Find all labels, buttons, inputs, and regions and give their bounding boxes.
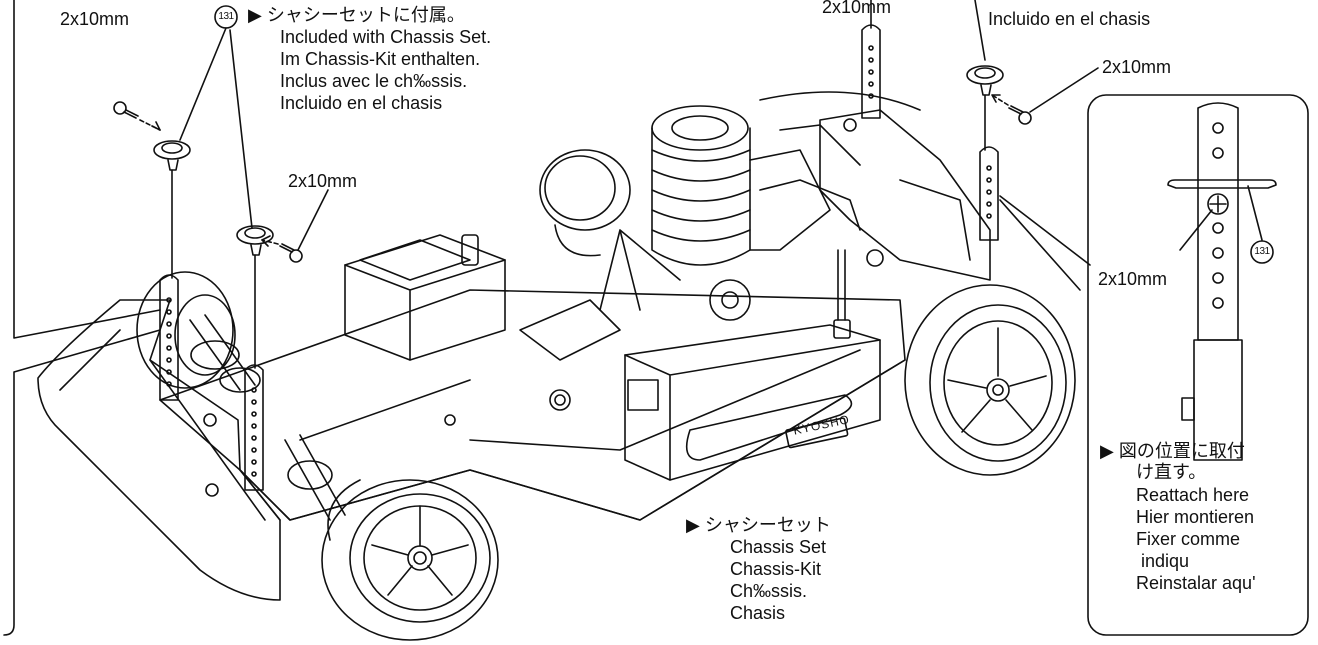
screw-label-right-upper: 2x10mm [1102, 57, 1172, 77]
included-note-ja: シャシーセットに付属。 [266, 5, 465, 26]
fuel-tank [344, 234, 506, 361]
screw-label-top-left: 2x10mm [60, 9, 130, 29]
body-post-rear-right [979, 146, 999, 241]
arrow-icon: ▶ [1100, 441, 1114, 461]
washer-131-left [153, 140, 191, 171]
body-post-front-right [244, 364, 264, 491]
reattach-ja-2: け直す。 [1136, 462, 1207, 483]
part-131-callout-detail [1250, 240, 1274, 264]
included-note-en: Included with Chassis Set. [280, 27, 492, 47]
reattach-label: ▶ 図の位置に取付 け直す。 Reattach here Hier montie… [1100, 440, 1256, 594]
front-bumper [37, 299, 281, 601]
arrow-icon: ▶ [248, 5, 262, 25]
detail-body-post [1167, 102, 1277, 461]
screw-mid [279, 243, 303, 263]
included-note-top-right-es: Incluido en el chasis [988, 9, 1151, 29]
chassis-set-fr: Ch‰ssis. [730, 581, 808, 601]
left-callout-bracket [3, 0, 161, 636]
chassis-set-es: Chasis [730, 603, 786, 623]
kyosho-logo [785, 417, 849, 449]
air-filter [539, 149, 631, 257]
chassis-set-en: Chassis Set [730, 537, 827, 557]
wheel-front [321, 479, 499, 641]
screw-top-left [113, 101, 139, 119]
included-note-fr: Inclus avec le ch‰ssis. [280, 71, 468, 91]
body-post-rear-left [861, 24, 881, 119]
chassis-set-label: ▶ シャシーセット Chassis Set Chassis-Kit Ch‰ssi… [686, 514, 831, 624]
included-note-de: Im Chassis-Kit enthalten. [280, 49, 481, 69]
part-number-label-detail: 131 [1254, 246, 1270, 257]
reattach-ja-1: 図の位置に取付 [1118, 441, 1245, 462]
engine [651, 105, 831, 266]
front-shock [189, 314, 261, 393]
arrow-icon: ▶ [686, 515, 700, 535]
included-note: ▶ シャシーセットに付属。 Included with Chassis Set.… [248, 4, 491, 114]
reattach-de: Hier montieren [1136, 507, 1255, 527]
screw-right-upper [1008, 105, 1032, 125]
washer-131-right [966, 65, 1004, 96]
wheel-front-left-rear [136, 271, 234, 389]
reattach-fr-2: indiqu [1136, 551, 1190, 571]
reattach-es: Reinstalar aqu' [1136, 573, 1256, 593]
front-shock-2 [284, 434, 346, 521]
reattach-fr-1: Fixer comme [1136, 529, 1241, 549]
part-131-callout-left [214, 5, 238, 29]
screw-label-top-center: 2x10mm [822, 0, 892, 17]
chassis-set-de: Chassis-Kit [730, 559, 822, 579]
part-number-label-left: 131 [218, 11, 234, 22]
detail-box [1087, 94, 1309, 636]
chassis-set-ja: シャシーセット [704, 515, 831, 536]
wheel-rear [904, 284, 1076, 476]
battery-box [624, 324, 881, 481]
washer-131-center [236, 225, 274, 256]
screw-label-mid-left: 2x10mm [288, 171, 358, 191]
screw-label-detail: 2x10mm [1098, 269, 1168, 289]
reattach-en: Reattach here [1136, 485, 1250, 505]
included-note-es: Incluido en el chasis [280, 93, 443, 113]
